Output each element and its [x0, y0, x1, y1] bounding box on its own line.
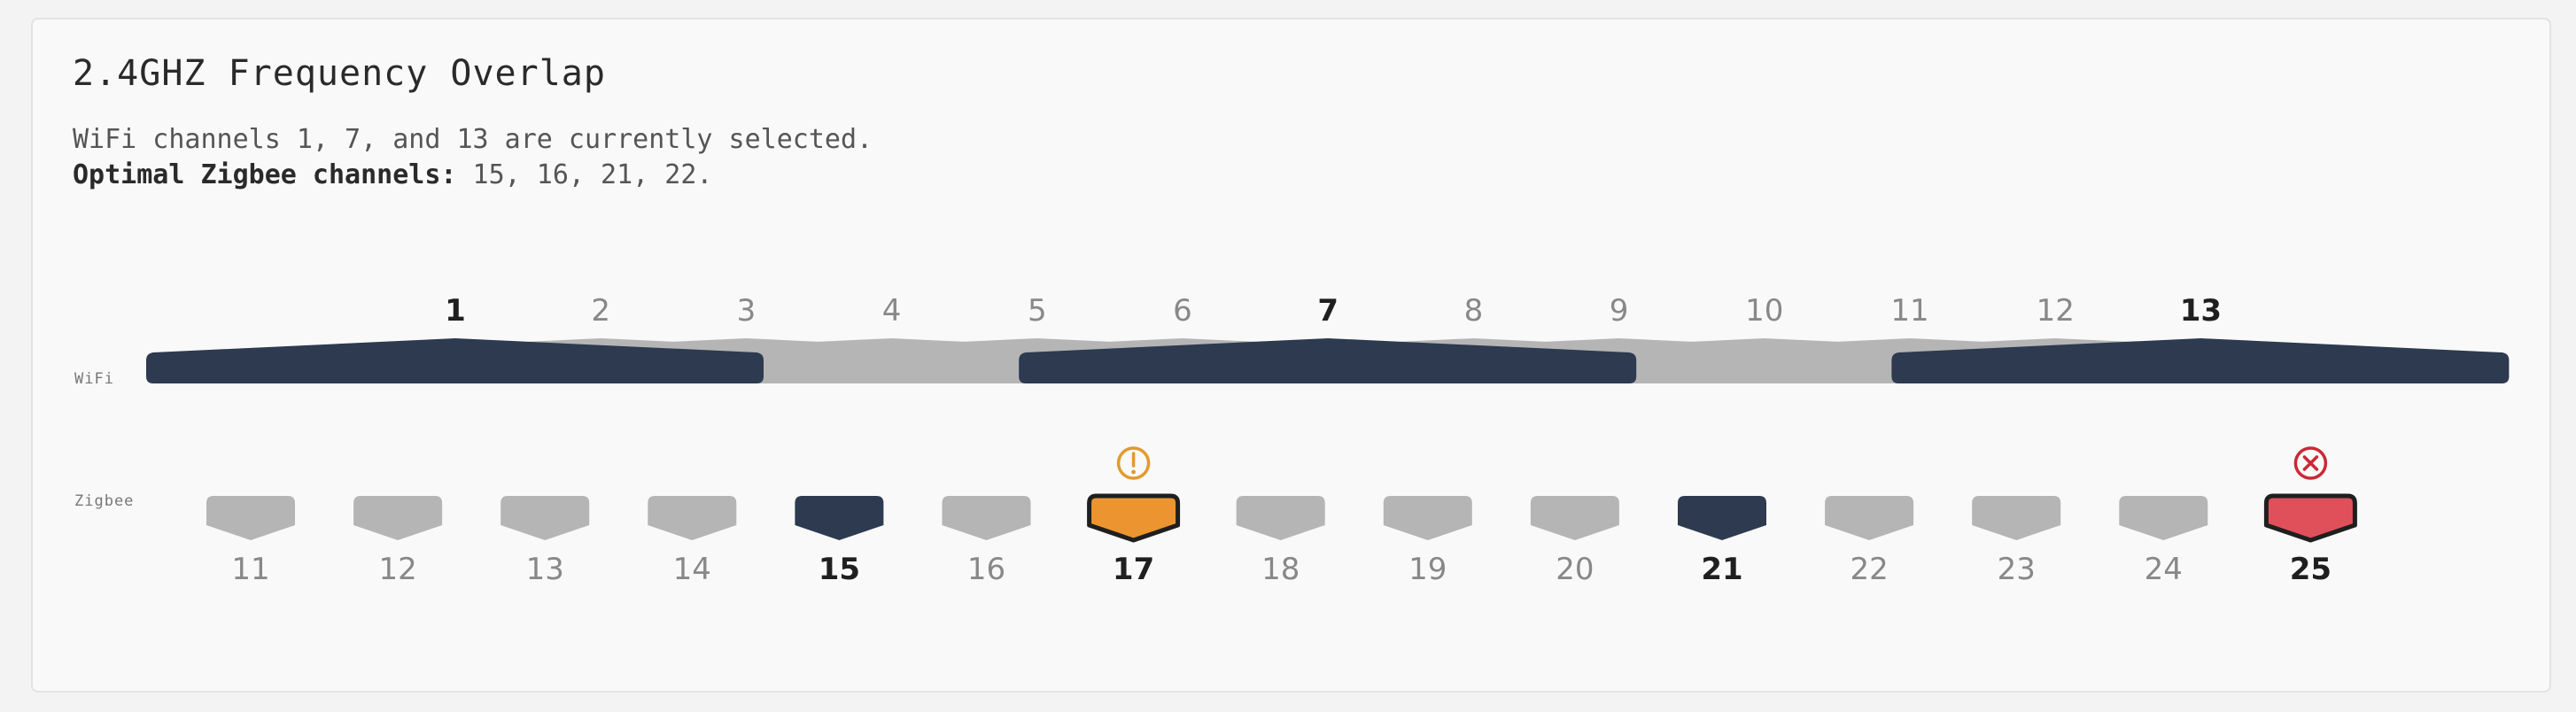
zigbee-channel-label-20: 20 [1556, 552, 1594, 587]
zigbee-channel-23[interactable] [1972, 496, 2061, 540]
wifi-selected-text: WiFi channels 1, 7, and 13 are currently… [73, 124, 873, 155]
error-x-circle-icon [2293, 446, 2328, 480]
zigbee-channel-label-19: 19 [1408, 552, 1447, 587]
zigbee-channel-24[interactable] [2119, 496, 2208, 540]
zigbee-channel-label-14: 14 [673, 552, 711, 587]
warning-icon-dot [1131, 469, 1136, 475]
wifi-band-1[interactable] [146, 338, 764, 383]
zigbee-channel-13[interactable] [500, 496, 590, 540]
zigbee-row-label: Zigbee [74, 492, 135, 510]
zigbee-channel-18[interactable] [1236, 496, 1325, 540]
zigbee-channel-label-17: 17 [1113, 552, 1154, 587]
zigbee-channel-label-25: 25 [2290, 552, 2332, 587]
zigbee-channel-21[interactable] [1678, 496, 1766, 540]
error-icon-cross [2302, 455, 2319, 471]
wifi-channel-label-5: 5 [1028, 293, 1047, 329]
zigbee-channel-label-15: 15 [819, 552, 860, 587]
zigbee-channel-label-22: 22 [1850, 552, 1888, 587]
wifi-channel-label-13: 13 [2180, 293, 2222, 329]
wifi-channel-label-4: 4 [882, 293, 902, 329]
wifi-band-7[interactable] [1019, 338, 1637, 383]
wifi-channel-label-3: 3 [737, 293, 757, 329]
zigbee-channel-label-12: 12 [378, 552, 416, 587]
zigbee-channel-15[interactable] [795, 496, 884, 540]
zigbee-channel-22[interactable] [1825, 496, 1914, 540]
wifi-channel-label-12: 12 [2037, 293, 2075, 329]
wifi-channel-label-10: 10 [1745, 293, 1783, 329]
wifi-row-label: WiFi [74, 370, 114, 388]
zigbee-channel-25[interactable] [2263, 493, 2357, 543]
zigbee-channel-label-16: 16 [967, 552, 1005, 587]
zigbee-channel-20[interactable] [1530, 496, 1619, 540]
wifi-channel-label-9: 9 [1610, 293, 1629, 329]
optimal-zigbee-label: Optimal Zigbee channels: [73, 159, 457, 190]
zigbee-channel-19[interactable] [1383, 496, 1472, 540]
wifi-channel-label-2: 2 [591, 293, 610, 329]
wifi-channel-label-8: 8 [1464, 293, 1484, 329]
zigbee-channel-12[interactable] [353, 496, 443, 540]
optimal-zigbee-values: 15, 16, 21, 22. [456, 159, 713, 190]
zigbee-channel-label-24: 24 [2145, 552, 2183, 587]
zigbee-channel-17[interactable] [1087, 493, 1181, 543]
zigbee-channel-label-23: 23 [1998, 552, 2036, 587]
wifi-channel-label-11: 11 [1890, 293, 1928, 329]
warning-circle-icon [1116, 446, 1151, 480]
zigbee-channel-label-13: 13 [526, 552, 564, 587]
card-title: 2.4GHZ Frequency Overlap [73, 53, 606, 94]
wifi-channel-label-6: 6 [1173, 293, 1192, 329]
wifi-band-13[interactable] [1891, 338, 2510, 383]
zigbee-channel-label-11: 11 [231, 552, 269, 587]
zigbee-channel-label-18: 18 [1261, 552, 1300, 587]
wifi-channel-label-1: 1 [445, 293, 466, 329]
zigbee-channel-11[interactable] [206, 496, 295, 540]
optimal-zigbee-text: Optimal Zigbee channels: 15, 16, 21, 22. [73, 159, 712, 190]
zigbee-channel-16[interactable] [942, 496, 1031, 540]
zigbee-channel-14[interactable] [648, 496, 737, 540]
zigbee-channel-label-21: 21 [1701, 552, 1742, 587]
wifi-channel-label-7: 7 [1317, 293, 1338, 329]
